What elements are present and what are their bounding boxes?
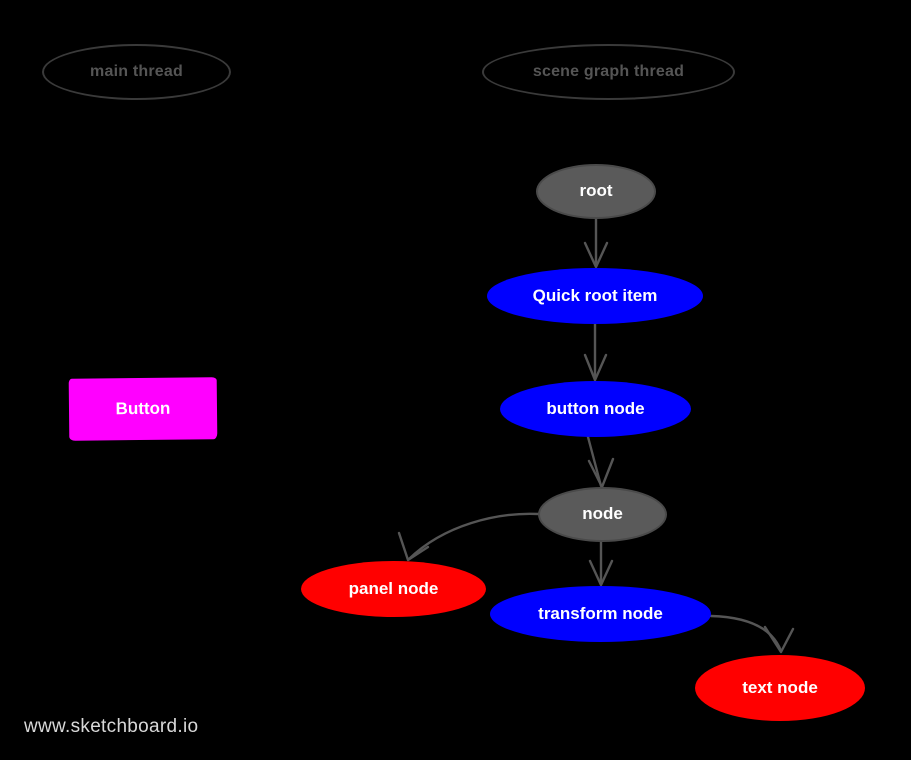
edge-node-to-panel-node (397, 512, 541, 562)
watermark: www.sketchboard.io (24, 716, 198, 738)
watermark-label: www.sketchboard.io (24, 716, 199, 737)
node-root[interactable]: root (536, 164, 656, 219)
edge-button-node-to-node (586, 435, 615, 489)
node-label: panel node (348, 578, 439, 598)
edge-node-to-transform-node (588, 540, 614, 587)
node-transform-node[interactable]: transform node (490, 586, 711, 642)
node-label: Quick root item (532, 285, 658, 305)
node-label: transform node (538, 603, 663, 623)
node-button[interactable]: Button (68, 377, 218, 441)
node-text-node[interactable]: text node (695, 655, 865, 721)
edge-root-to-quick-root-item (583, 217, 609, 269)
node-label: Button (115, 398, 171, 418)
node-label: node (582, 504, 623, 524)
node-quick-root-item[interactable]: Quick root item (487, 268, 703, 324)
swimlane-main-thread[interactable]: main thread (42, 44, 231, 100)
node-label: root (579, 181, 613, 201)
node-label: text node (742, 677, 818, 697)
swimlane-scene-graph-thread[interactable]: scene graph thread (482, 44, 735, 100)
node-node[interactable]: node (538, 487, 667, 542)
swimlane-label: main thread (90, 63, 183, 81)
node-label: button node (546, 398, 645, 418)
edge-transform-node-to-text-node (709, 614, 795, 654)
node-button-node[interactable]: button node (500, 381, 691, 437)
edge-quick-root-item-to-button-node (583, 322, 608, 382)
swimlane-label: scene graph thread (532, 63, 685, 81)
node-panel-node[interactable]: panel node (301, 561, 486, 617)
